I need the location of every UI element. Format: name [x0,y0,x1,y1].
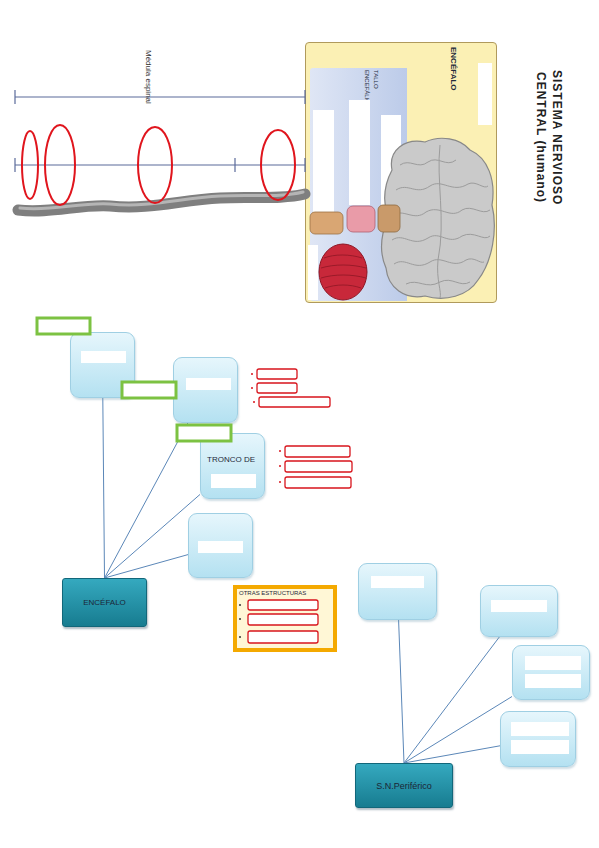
concept-box [173,357,238,423]
concept-box [70,332,135,398]
part-label: Médula espinal [144,50,153,104]
spinal-cord [18,194,305,211]
blank-field [525,656,581,670]
concept-box [188,513,253,578]
list-box: OTRAS ESTRUCTURAS [233,585,337,652]
connector-line [404,637,499,763]
concept-box [500,711,576,767]
blank-field [511,722,569,736]
root-box: S.N.Periférico [355,763,453,808]
blank-field [511,740,569,754]
root-box: ENCÉFALO [62,578,147,627]
blank-field [525,674,581,688]
region-panel: TALLO ENCEFÁLICO [310,68,407,301]
blank-field [198,541,243,553]
concept-box [480,585,558,637]
connector-line [103,398,105,578]
concept-box: TRONCO DE [200,433,265,499]
connector-line [404,746,500,763]
dimension-line [15,90,305,172]
blank-field [211,474,256,488]
region-panel: ENCÉFALO TALLO ENCEFÁLICO [305,42,497,303]
highlight-ellipse [22,125,295,205]
node-text: TALLO ENCEFÁLICO [362,70,380,110]
node-text: S.N.Periférico [376,781,432,791]
node-text: ENCÉFALO [449,47,458,91]
connector-line [399,620,404,763]
connector-line [105,494,201,578]
node-text: OTRAS ESTRUCTURAS [239,590,306,596]
blank-field [491,600,547,612]
connector-line [404,697,512,763]
blank-field [371,576,424,588]
connector-line [105,423,188,578]
node-text: ENCÉFALO [83,598,126,607]
concept-box [512,645,590,700]
node-text: TRONCO DE [207,455,255,464]
blank-field [81,351,126,363]
diagram-title: SISTEMA NERVIOSO CENTRAL (humano) [527,40,565,235]
spinal-cord-highlight [20,192,303,209]
connector-line [105,555,189,578]
blank-field [186,378,231,390]
concept-box [358,563,437,620]
